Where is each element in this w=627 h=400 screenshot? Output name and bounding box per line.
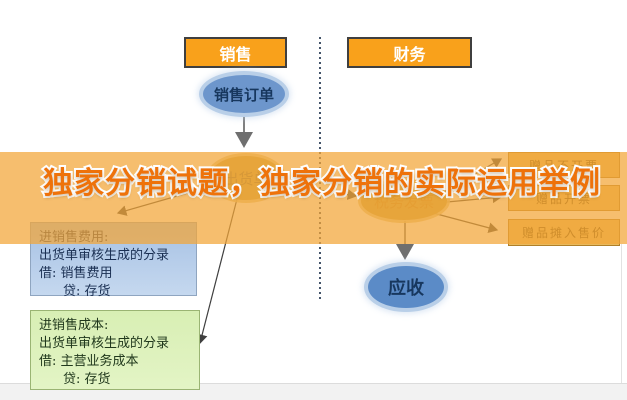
lane-header-sales: 销售 xyxy=(184,37,287,68)
expense-entry-line: 借: 销售费用 xyxy=(39,266,113,281)
cost-entry-line: 贷: 存货 xyxy=(63,372,111,387)
node-sales-order: 销售订单 xyxy=(203,75,285,113)
title-banner-overlay xyxy=(0,152,627,244)
node-receivable-label: 应收 xyxy=(388,278,424,299)
cost-entry-note: 进销售成本: 出货单审核生成的分录 借: 主营业务成本 贷: 存货 xyxy=(30,310,200,390)
lane-header-finance-label: 财务 xyxy=(393,44,426,64)
page-title: 独家分销试题，独家分销的实际运用举例 xyxy=(41,164,602,203)
cost-entry-line: 出货单审核生成的分录 xyxy=(39,336,170,351)
cost-entry-line: 借: 主营业务成本 xyxy=(39,354,139,369)
slide-right-edge xyxy=(621,244,622,383)
node-sales-order-label: 销售订单 xyxy=(213,85,274,104)
cost-entry-line: 进销售成本: xyxy=(39,318,109,333)
expense-entry-line: 出货单审核生成的分录 xyxy=(39,248,170,263)
lane-header-finance: 财务 xyxy=(347,37,472,68)
lane-header-sales-label: 销售 xyxy=(219,44,252,64)
expense-entry-line: 贷: 存货 xyxy=(63,284,111,299)
node-receivable: 应收 xyxy=(368,266,444,308)
